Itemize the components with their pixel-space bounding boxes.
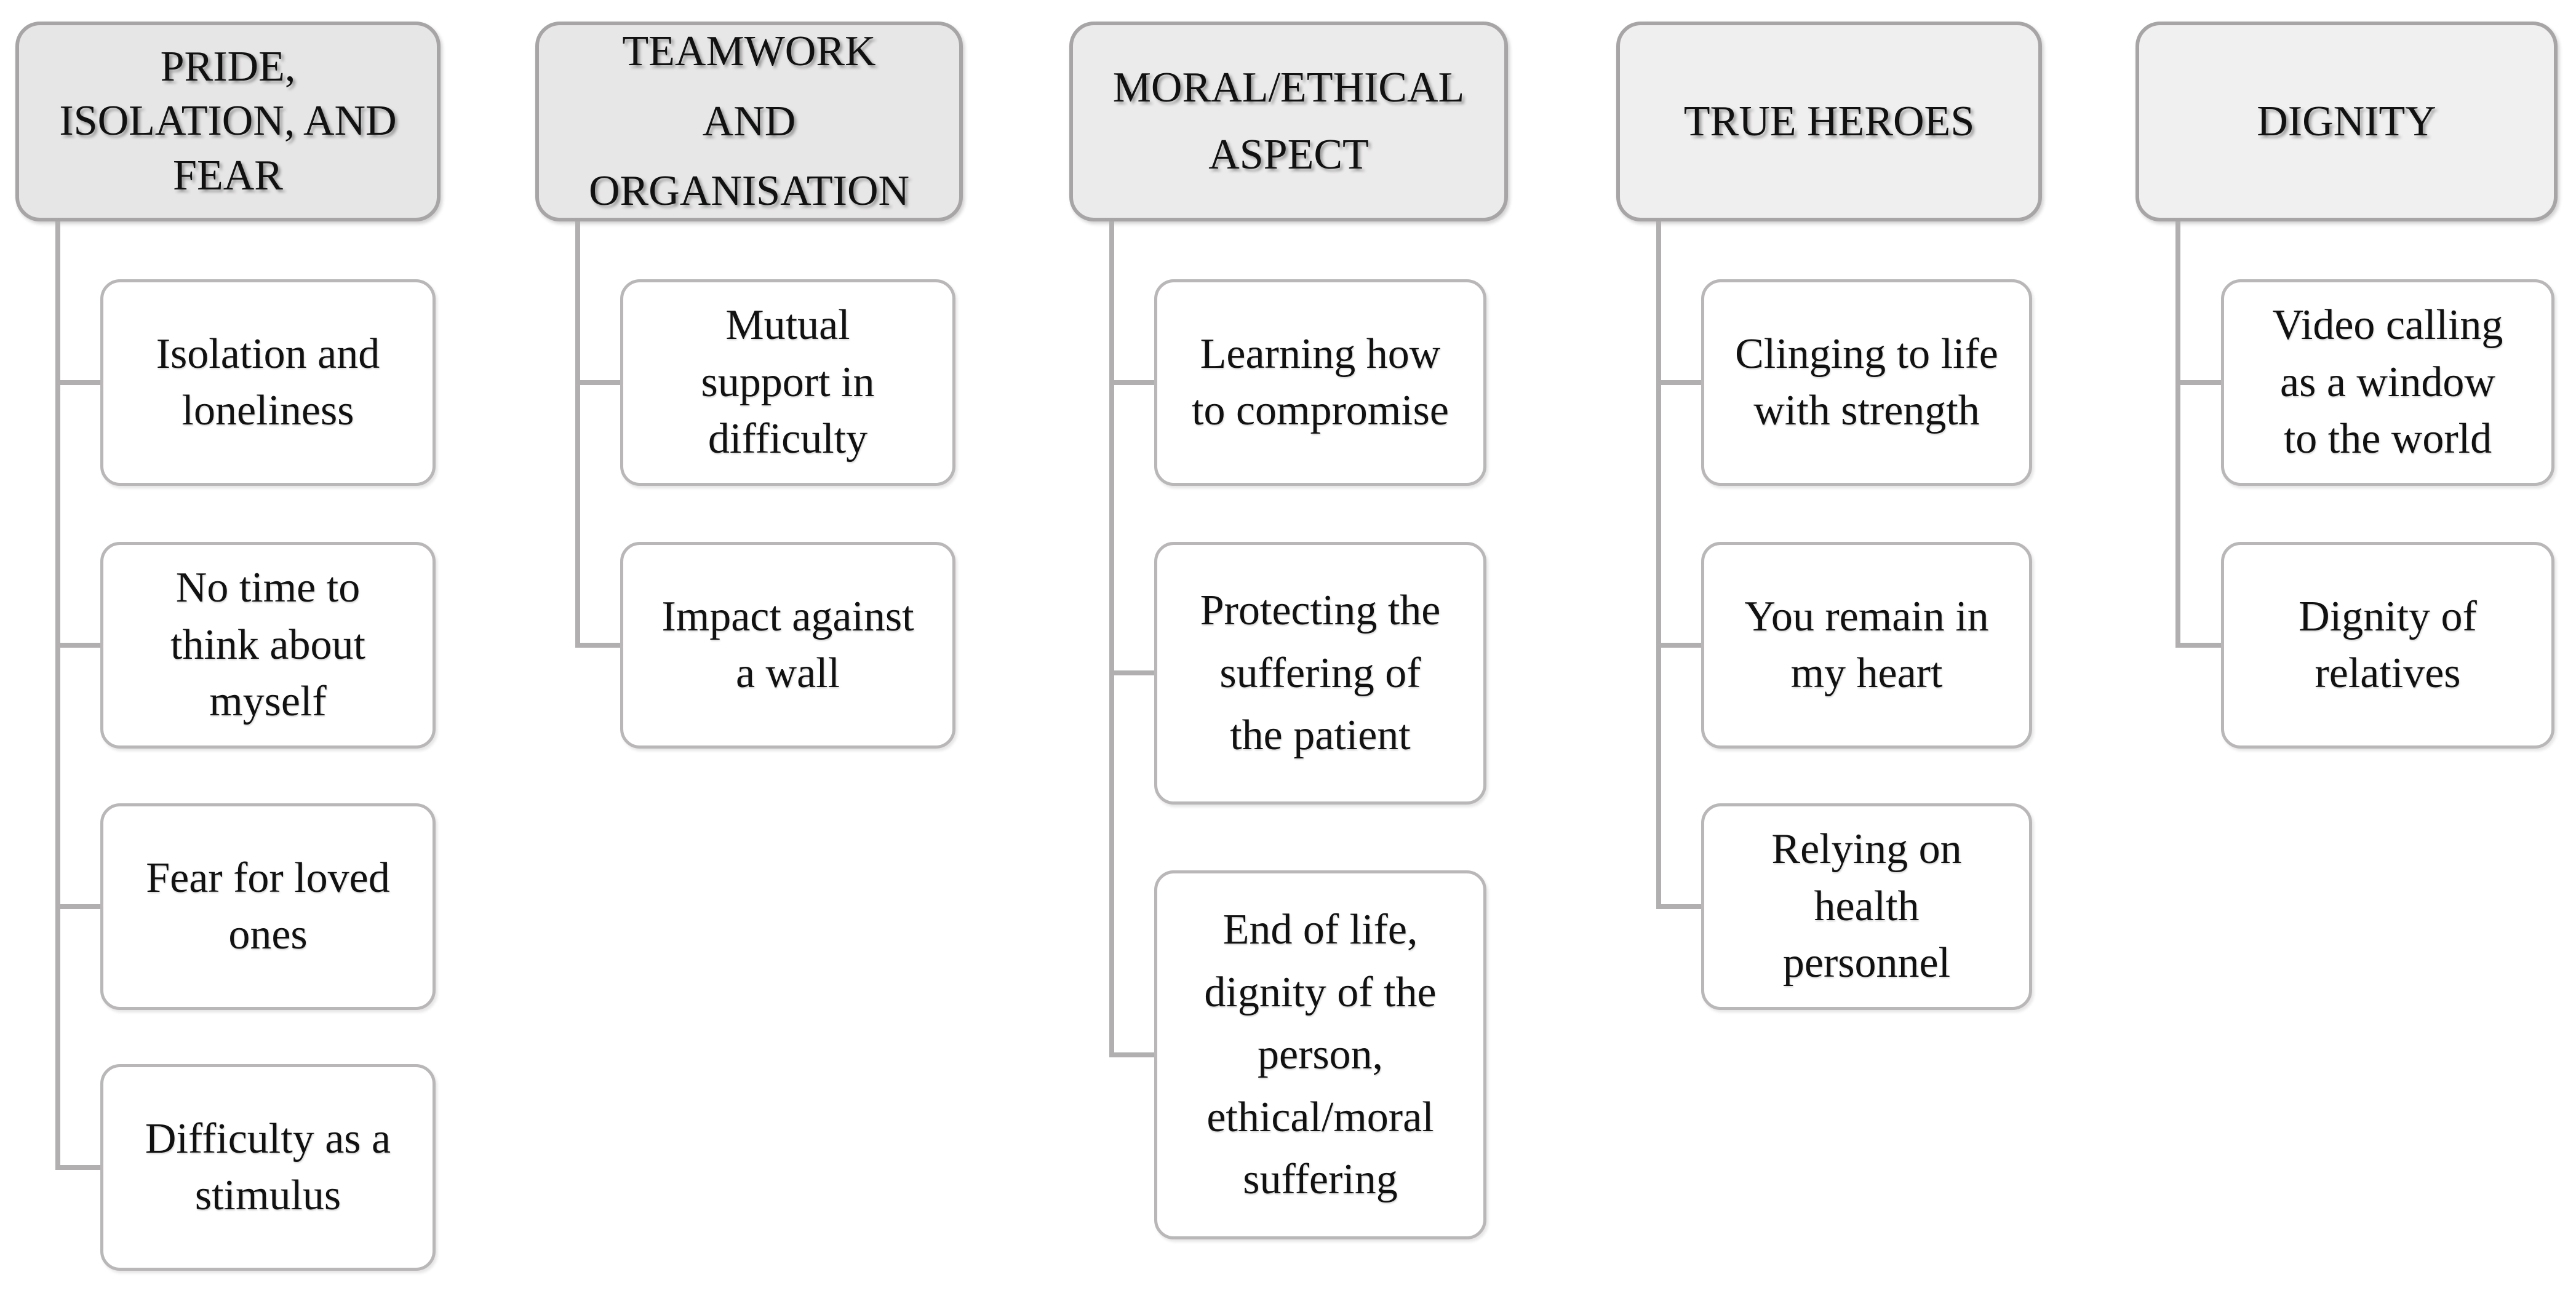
node-impact-against-a-wall: Impact against a wall	[620, 542, 955, 749]
node-isolation-and-loneliness: Isolation and loneliness	[100, 279, 436, 486]
connector-branch	[60, 380, 100, 385]
connector-trunk	[55, 221, 60, 1170]
header-label: PRIDE, ISOLATION, AND FEAR	[59, 43, 397, 199]
connector-branch	[580, 380, 620, 385]
node-label: Clinging to life with strength	[1735, 330, 1998, 434]
node-clinging-to-life-with-strength: Clinging to life with strength	[1701, 279, 2032, 486]
node-learning-how-to-compromise: Learning how to compromise	[1154, 279, 1486, 486]
node-label: Difficulty as a stimulus	[145, 1115, 391, 1219]
node-label: Fear for loved ones	[146, 854, 390, 958]
header-teamwork-and-organisation: TEAMWORK AND ORGANISATION	[535, 22, 963, 221]
node-label: End of life, dignity of the person, ethi…	[1204, 906, 1437, 1204]
node-label: Relying on health personnel	[1771, 825, 1962, 987]
connector-branch	[60, 643, 100, 648]
connector-branch	[1114, 1052, 1154, 1057]
header-pride-isolation-fear: PRIDE, ISOLATION, AND FEAR	[15, 22, 441, 221]
node-relying-on-health-personnel: Relying on health personnel	[1701, 803, 2032, 1010]
header-moral-ethical-aspect: MORAL/ETHICAL ASPECT	[1069, 22, 1508, 221]
connector-trunk	[2175, 221, 2180, 648]
node-label: Mutual support in difficulty	[701, 301, 875, 463]
node-label: You remain in my heart	[1744, 592, 1989, 697]
connector-branch	[1661, 380, 1701, 385]
node-label: Protecting the suffering of the patient	[1200, 587, 1441, 760]
header-label: TEAMWORK AND ORGANISATION	[588, 28, 910, 215]
node-fear-for-loved-ones: Fear for loved ones	[100, 803, 436, 1010]
connector-branch	[1114, 670, 1154, 675]
node-end-of-life-dignity-ethical-moral-suffering: End of life, dignity of the person, ethi…	[1154, 870, 1486, 1239]
header-label: MORAL/ETHICAL ASPECT	[1112, 64, 1465, 178]
header-label: DIGNITY	[2257, 98, 2436, 145]
node-difficulty-as-a-stimulus: Difficulty as a stimulus	[100, 1064, 436, 1271]
header-label: TRUE HEROES	[1683, 98, 1975, 145]
connector-branch	[1114, 380, 1154, 385]
node-video-calling-as-a-window-to-the-world: Video calling as a window to the world	[2221, 279, 2554, 486]
connector-branch	[580, 643, 620, 648]
node-label: Video calling as a window to the world	[2272, 301, 2503, 463]
connector-branch	[2180, 643, 2221, 648]
node-label: Dignity of relatives	[2299, 592, 2477, 697]
node-dignity-of-relatives: Dignity of relatives	[2221, 542, 2554, 749]
node-label: Impact against a wall	[661, 592, 914, 697]
connector-branch	[1661, 904, 1701, 909]
header-true-heroes: TRUE HEROES	[1616, 22, 2042, 221]
node-you-remain-in-my-heart: You remain in my heart	[1701, 542, 2032, 749]
connector-branch	[60, 1165, 100, 1170]
header-dignity: DIGNITY	[2135, 22, 2558, 221]
node-protecting-the-suffering-of-the-patient: Protecting the suffering of the patient	[1154, 542, 1486, 805]
node-label: Learning how to compromise	[1192, 330, 1449, 434]
node-mutual-support-in-difficulty: Mutual support in difficulty	[620, 279, 955, 486]
node-label: No time to think about myself	[170, 564, 365, 726]
connector-branch	[60, 904, 100, 909]
connector-trunk	[1109, 221, 1114, 1057]
connector-branch	[1661, 643, 1701, 648]
node-no-time-to-think-about-myself: No time to think about myself	[100, 542, 436, 749]
connector-trunk	[1656, 221, 1661, 909]
connector-branch	[2180, 380, 2221, 385]
connector-trunk	[575, 221, 580, 648]
node-label: Isolation and loneliness	[156, 330, 380, 434]
